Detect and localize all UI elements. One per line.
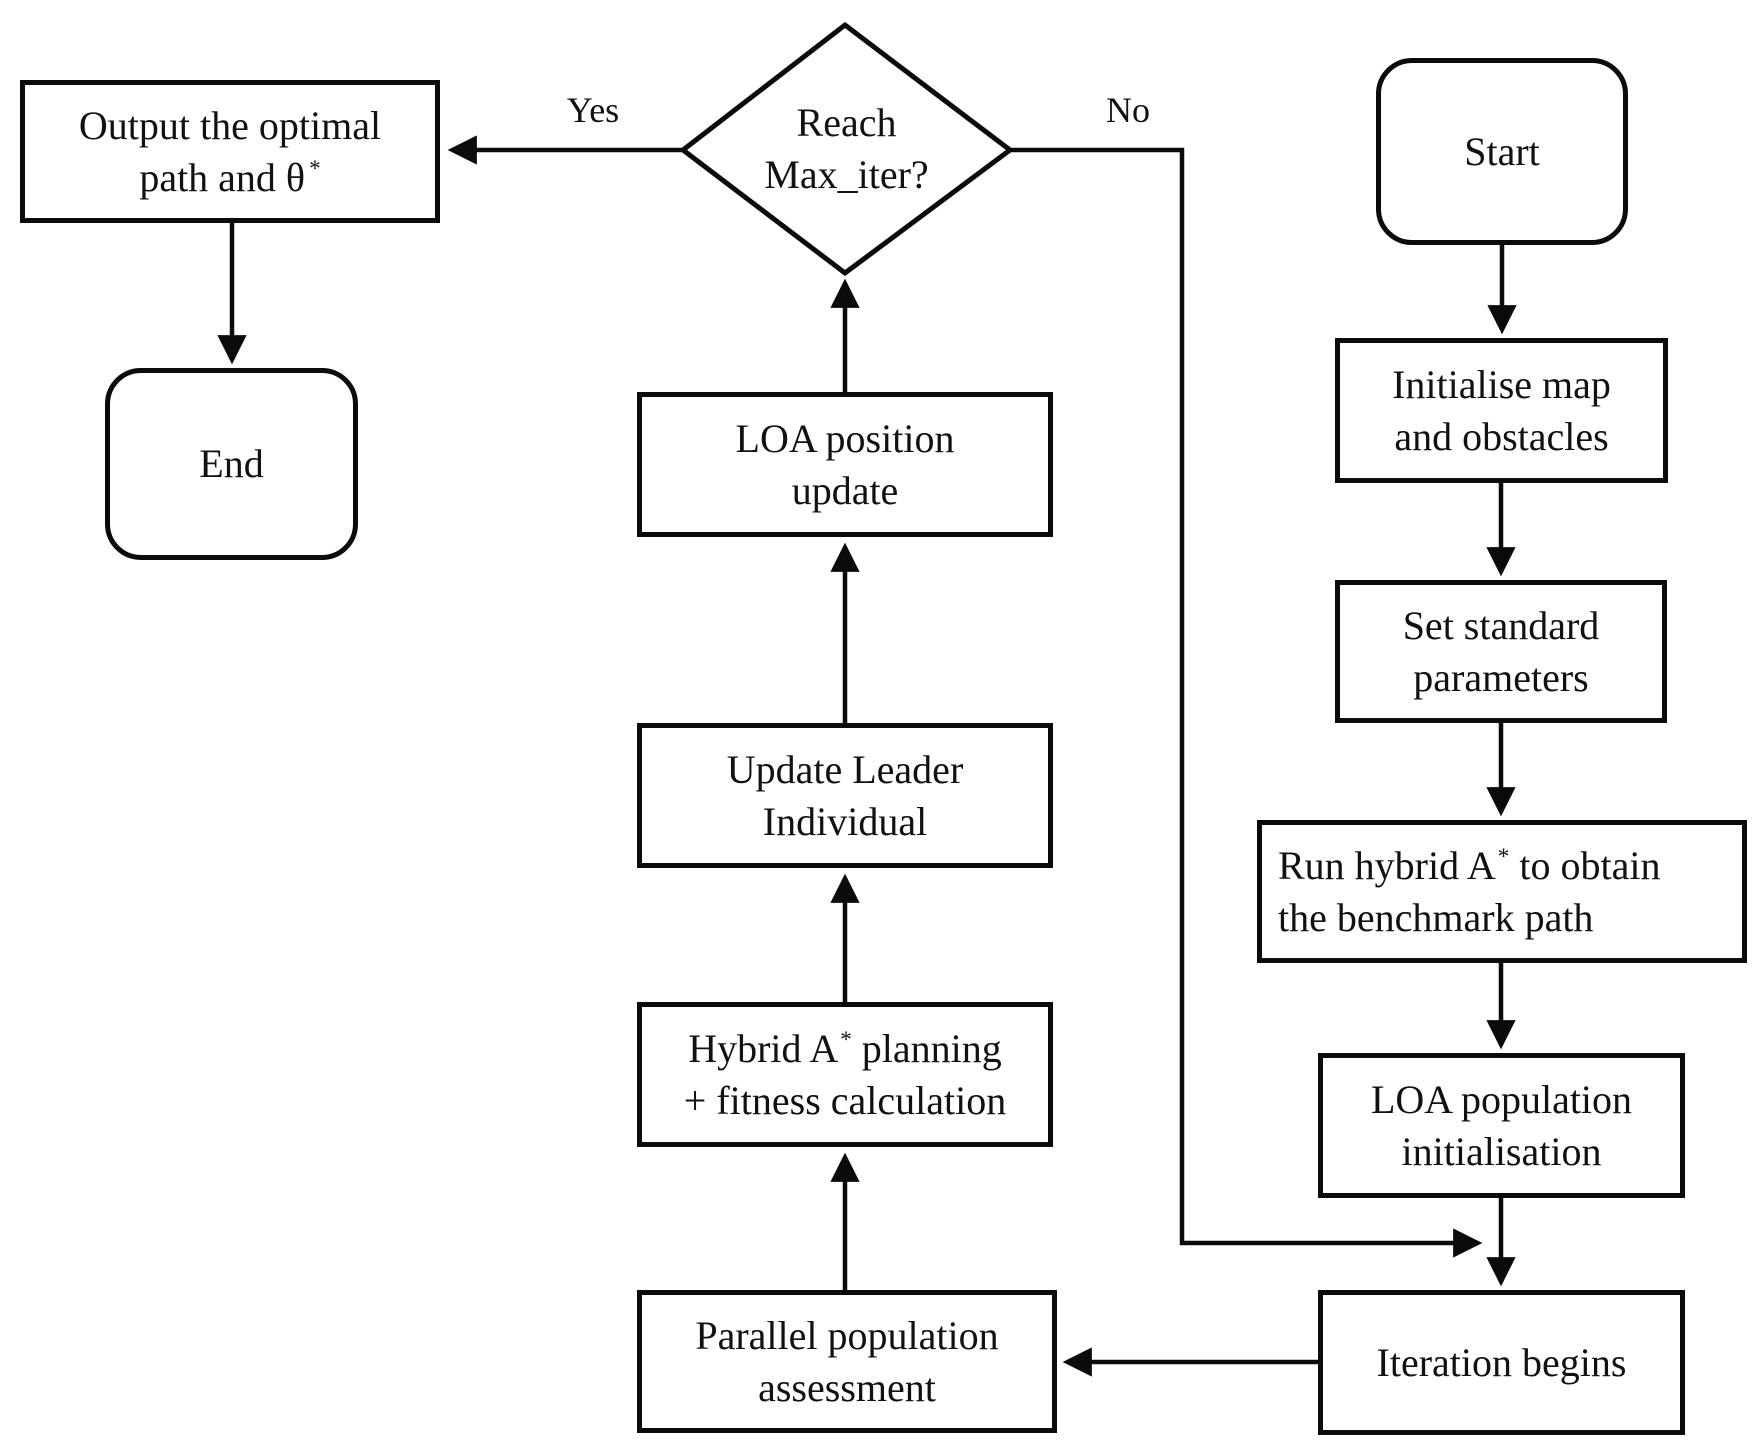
node-text: Update Leader bbox=[726, 746, 964, 792]
node-parallel-population-assessment: Parallel population assessment bbox=[637, 1290, 1057, 1433]
node-text: Set standard bbox=[1402, 602, 1600, 648]
node-run-hybrid-a-star-benchmark: Run hybrid A* to obtain the benchmark pa… bbox=[1257, 820, 1747, 963]
node-iteration-begins: Iteration begins bbox=[1318, 1290, 1685, 1435]
node-text: Reach bbox=[796, 100, 897, 145]
node-text: Parallel population bbox=[695, 1312, 999, 1358]
node-update-leader-individual: Update Leader Individual bbox=[637, 723, 1053, 868]
edge-no-decision-to-junction bbox=[1010, 147, 1483, 1258]
node-text: Initialise map bbox=[1392, 361, 1611, 407]
node-text: LOA position bbox=[735, 415, 955, 461]
node-initialise-map-obstacles: Initialise map and obstacles bbox=[1335, 338, 1668, 483]
node-end: End bbox=[105, 368, 358, 560]
decision-diamond-shape bbox=[678, 21, 1015, 277]
node-output-optimal-path: Output the optimal path and θ* bbox=[20, 80, 440, 223]
node-text: Start bbox=[1464, 128, 1540, 174]
edge-label-no: No bbox=[1106, 90, 1150, 130]
node-text: Output the optimal bbox=[78, 102, 382, 148]
node-text: LOA population bbox=[1370, 1076, 1633, 1122]
node-start: Start bbox=[1376, 58, 1628, 245]
node-decision-reach-maxiter: Reach Max_iter? bbox=[683, 93, 1010, 205]
edge-label-yes: Yes bbox=[566, 90, 620, 130]
node-text: End bbox=[199, 441, 264, 486]
node-loa-population-initialisation: LOA population initialisation bbox=[1318, 1053, 1685, 1198]
node-loa-position-update: LOA position update bbox=[637, 392, 1053, 537]
node-hybrid-a-star-fitness: Hybrid A* planning + fitness calculation bbox=[637, 1002, 1053, 1147]
node-set-standard-parameters: Set standard parameters bbox=[1335, 580, 1667, 723]
node-text: Iteration begins bbox=[1376, 1339, 1627, 1385]
